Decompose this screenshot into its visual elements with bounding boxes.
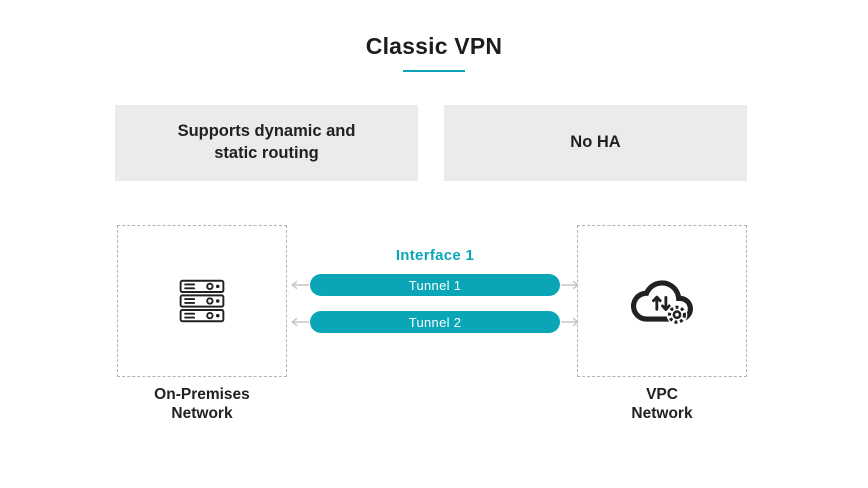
tunnel-2-pill: Tunnel 2 [310,311,560,333]
tunnel-1-right-arrow-icon [561,280,581,290]
on-premises-label: On-Premises Network [154,386,250,423]
vpc-node [577,225,747,377]
title-underline [403,70,465,72]
feature-ha-label: No HA [570,133,621,152]
vpc-label: VPC Network [631,386,693,423]
tunnel-2-label: Tunnel 2 [408,314,462,330]
tunnel-1-pill: Tunnel 1 [310,274,560,296]
tunnel-2-left-arrow-icon [289,317,309,327]
feature-routing-label: Supports dynamic and static routing [177,122,356,162]
cloud-vpn-icon [631,270,693,332]
tunnel-1-left-arrow-icon [289,280,309,290]
tunnel-1-label: Tunnel 1 [408,277,462,293]
page-title: Classic VPN [365,33,503,59]
tunnel-2-right-arrow-icon [561,317,581,327]
on-premises-node [117,225,287,377]
feature-box-ha: No HA [444,105,747,181]
feature-box-routing: Supports dynamic and static routing [115,105,418,181]
server-rack-icon [175,274,229,328]
interface-label: Interface 1 [395,247,475,264]
